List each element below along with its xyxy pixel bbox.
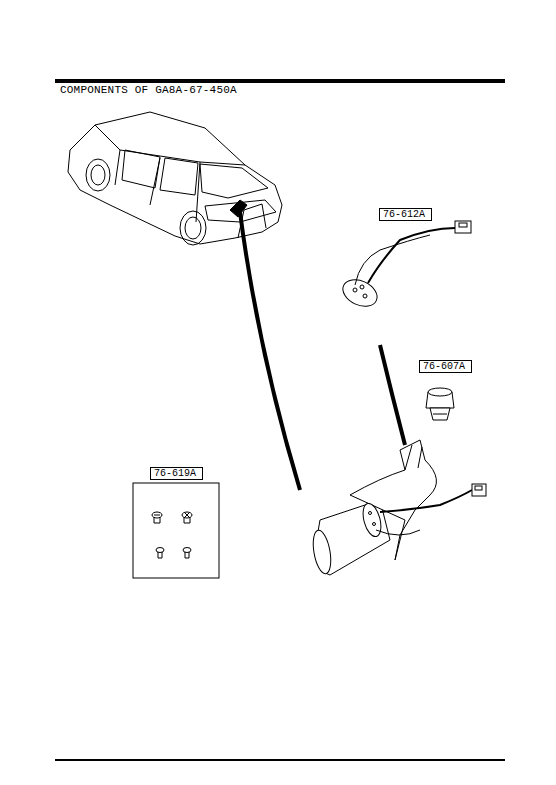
diagram-title: COMPONENTS OF GA8A-67-450A (60, 84, 237, 96)
part-number: 76-619A (151, 468, 202, 479)
part-number-box: 76-612A (379, 208, 432, 221)
part-number-box: 76-619A (150, 467, 203, 480)
part-number-box: 76-607A (419, 360, 472, 373)
part-number: 76-607A (420, 361, 471, 372)
part-number: 76-612A (380, 209, 431, 220)
